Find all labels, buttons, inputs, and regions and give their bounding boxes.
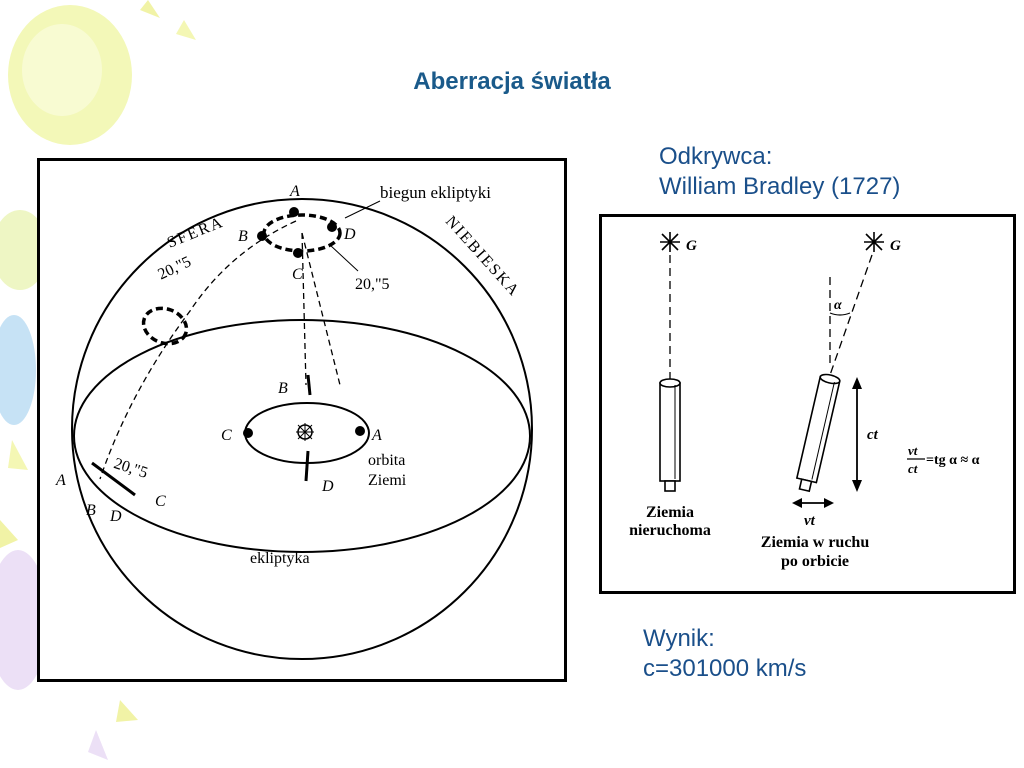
pole-point-c: C <box>292 266 303 283</box>
ct-label: ct <box>867 427 879 443</box>
orbit-point-b: B <box>278 380 288 397</box>
pole-label: biegun ekliptyki <box>380 183 491 202</box>
star-left-label: G <box>686 238 697 254</box>
aberration-formula: vt ct =tg α ≈ α <box>907 443 980 476</box>
confetti-6 <box>0 520 18 548</box>
vt-label: vt <box>804 513 816 529</box>
aberration-svg: G G α ct <box>629 232 980 570</box>
result-value: c=301000 km/s <box>643 655 807 682</box>
balloon-blue-side <box>0 315 36 425</box>
result-info: Wynik: c=301000 km/s <box>643 624 806 684</box>
angle-arc <box>829 312 851 316</box>
ecliptic-point-d: D <box>109 508 122 525</box>
star-right-label: G <box>890 238 901 254</box>
ct-arrow <box>852 377 862 492</box>
angle-label-pole: 20,"5 <box>355 276 390 293</box>
formula-denominator: ct <box>908 461 918 476</box>
dashed-line-2 <box>301 232 341 386</box>
angle-label-ecliptic: 20,"5 <box>112 455 150 482</box>
celestial-sphere-svg: SFERA NIEBIESKA biegun ekliptyki 20,"5 2… <box>55 183 533 660</box>
discoverer-name: William Bradley (1727) <box>659 173 901 200</box>
orbit-label-line1: orbita <box>368 452 405 469</box>
pole-points <box>243 207 365 438</box>
ecliptic-label: ekliptyka <box>250 550 310 567</box>
discoverer-label: Odkrywca: <box>659 143 773 170</box>
angle-label: α <box>834 298 842 313</box>
discoverer-info: Odkrywca: William Bradley (1727) <box>659 142 900 202</box>
dashed-line-1 <box>301 232 307 386</box>
celestial-sphere-diagram: SFERA NIEBIESKA biegun ekliptyki 20,"5 2… <box>37 158 567 682</box>
ecliptic-point-a: A <box>55 472 66 489</box>
moving-caption-line1: Ziemia w ruchu <box>761 534 870 551</box>
confetti-5 <box>8 440 28 470</box>
formula-numerator: vt <box>908 443 918 458</box>
formula-rhs: =tg α ≈ α <box>926 453 980 468</box>
ecliptic-point-c: C <box>155 493 166 510</box>
vt-arrow <box>792 498 834 508</box>
orbit-point-c: C <box>221 427 232 444</box>
confetti-4 <box>88 730 108 760</box>
stationary-caption-line1: Ziemia <box>646 504 694 521</box>
orbit-point-d: D <box>321 478 334 495</box>
stationary-caption-line2: nieruchoma <box>629 522 711 539</box>
star-left-icon <box>660 232 680 252</box>
pole-leader <box>344 200 381 219</box>
ray-right <box>829 254 873 376</box>
moving-caption-line2: po orbicie <box>781 553 849 570</box>
star-right-icon <box>864 232 884 252</box>
orbit-label-line2: Ziemi <box>368 472 407 489</box>
ecliptic-point-b: B <box>86 502 96 519</box>
angle-leader <box>329 244 359 272</box>
dashed-meridian <box>99 220 297 480</box>
ecliptic-ellipse <box>73 319 531 553</box>
pole-point-d: D <box>343 226 356 243</box>
pole-point-a: A <box>289 183 300 200</box>
moving-telescope-icon <box>795 373 841 493</box>
slide-title: Aberracja światła <box>413 68 611 95</box>
orbit-point-a: A <box>371 427 382 444</box>
sphere-label-left: SFERA <box>165 214 227 252</box>
sphere-outline <box>71 198 533 660</box>
aberration-diagram: G G α ct <box>599 214 1016 594</box>
confetti-1 <box>140 0 160 18</box>
angle-label-left: 20,"5 <box>155 253 193 283</box>
confetti-3 <box>116 700 138 722</box>
stationary-telescope-icon <box>659 378 681 492</box>
confetti-2 <box>176 20 196 40</box>
result-label: Wynik: <box>643 625 715 652</box>
star-aberration-ellipse <box>141 306 189 346</box>
earth-positions <box>91 374 312 497</box>
pole-point-b: B <box>238 228 248 245</box>
